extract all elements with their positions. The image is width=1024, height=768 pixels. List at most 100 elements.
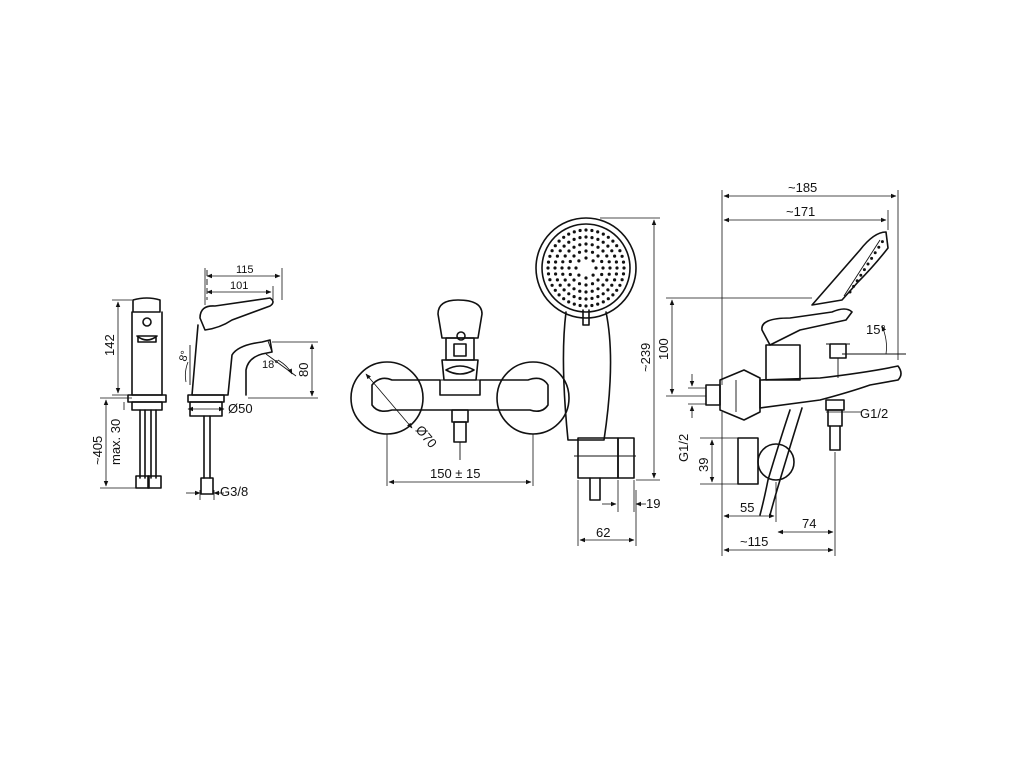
nozzle-dot xyxy=(596,278,600,282)
nozzle-dot xyxy=(584,276,588,280)
nozzle-dot xyxy=(584,256,588,260)
nozzle-dot xyxy=(601,283,605,287)
nozzle-dot xyxy=(577,282,582,286)
dim-overall-label: ~185 xyxy=(788,180,817,195)
dim-hose-label: 55 xyxy=(740,500,754,515)
dim-outlet-label: 74 xyxy=(802,516,816,531)
nozzle-dot xyxy=(615,288,619,292)
nozzle-dot xyxy=(606,235,610,239)
dim-depth-spout-label: 101 xyxy=(230,280,248,292)
nozzle-dot xyxy=(584,249,588,253)
nozzle-dot xyxy=(567,240,571,244)
nozzle-dot xyxy=(607,260,611,264)
nozzle-dot xyxy=(561,272,565,276)
nozzle-dot xyxy=(600,272,604,277)
nozzle-dot xyxy=(622,266,626,270)
nozzle-dot xyxy=(601,249,605,253)
nozzle-dot xyxy=(608,266,612,270)
jet-dot xyxy=(873,251,877,255)
nozzle-dot xyxy=(621,272,626,276)
jet-dot xyxy=(855,279,859,283)
nozzle-dot xyxy=(591,273,595,277)
dim-centers-label: 150 ± 15 xyxy=(430,466,481,481)
jet-dot xyxy=(852,284,856,288)
nozzle-dot xyxy=(550,249,554,253)
nozzle-dot xyxy=(553,288,557,292)
nozzle-pattern xyxy=(546,228,626,308)
nozzle-dot xyxy=(590,289,594,293)
nozzle-dot xyxy=(572,254,576,258)
nozzle-dot xyxy=(596,230,600,234)
nozzle-dot xyxy=(563,278,567,282)
nozzle-dot xyxy=(618,249,622,253)
nozzle-dot xyxy=(590,296,594,300)
dim-projection-label: ~115 xyxy=(740,534,768,549)
nozzle-dot xyxy=(568,272,572,277)
nozzle-dot xyxy=(553,244,557,248)
hand-shower-view: ~239 19 62 xyxy=(535,217,660,546)
nozzle-dot xyxy=(562,244,566,248)
nozzle-dot xyxy=(578,243,582,247)
nozzle-dot xyxy=(558,283,562,287)
jet-dot xyxy=(866,262,870,266)
dim-stem-label: ~405 xyxy=(90,436,105,465)
nozzle-dot xyxy=(591,259,595,263)
nozzle-dot xyxy=(567,300,571,304)
nozzle-dot xyxy=(577,259,581,263)
nozzle-dot xyxy=(550,283,554,287)
nozzle-dot xyxy=(574,266,578,270)
dim-thread-label: G3/8 xyxy=(220,484,248,499)
nozzle-dot xyxy=(601,240,605,244)
nozzle-dot xyxy=(572,278,576,282)
nozzle-dot xyxy=(548,278,552,282)
nozzle-dot xyxy=(614,272,619,276)
nozzle-dot xyxy=(606,288,610,292)
nozzle-dot xyxy=(596,287,600,291)
nozzle-dot xyxy=(561,260,565,264)
nozzle-dot xyxy=(615,244,619,248)
nozzle-dot xyxy=(596,302,600,306)
nozzle-dot xyxy=(572,287,576,291)
nozzle-dot xyxy=(567,232,571,236)
basin-mixer-side-view: 115 101 8° 18° 80 Ø50 G3/8 xyxy=(177,264,318,500)
dim-thickness-label: max. 30 xyxy=(108,419,123,465)
nozzle-dot xyxy=(611,293,615,297)
nozzle-dot xyxy=(584,235,588,239)
nozzle-dot xyxy=(613,278,617,282)
nozzle-dot xyxy=(605,254,609,258)
nozzle-dot xyxy=(615,266,619,270)
nozzle-dot xyxy=(546,260,551,264)
nozzle-dot xyxy=(590,243,594,247)
dim-length-label: ~239 xyxy=(638,343,653,372)
nozzle-dot xyxy=(555,278,560,282)
nozzle-dot xyxy=(560,266,564,270)
nozzle-dot xyxy=(590,282,595,286)
nozzle-dot xyxy=(553,266,557,270)
bath-mixer-side-view: 15° ~185 ~171 100 G1/2 G1/2 39 55 xyxy=(656,180,906,556)
nozzle-dot xyxy=(572,245,576,249)
nozzle-dot xyxy=(557,293,561,297)
basin-mixer-front-view: 142 ~405 max. 30 xyxy=(90,297,167,489)
nozzle-dot xyxy=(554,272,558,276)
nozzle-dot xyxy=(606,244,610,248)
nozzle-dot xyxy=(572,230,576,234)
nozzle-dot xyxy=(601,266,605,270)
dim-rosette-label: Ø70 xyxy=(413,422,440,450)
nozzle-dot xyxy=(578,228,582,233)
dim-height-label: 100 xyxy=(656,338,671,360)
nozzle-dot xyxy=(600,259,604,264)
nozzle-dot xyxy=(601,300,605,304)
nozzle-dot xyxy=(614,260,619,264)
nozzle-dot xyxy=(577,250,582,254)
bath-mixer-front-view: Ø70 150 ± 15 xyxy=(350,299,570,486)
nozzle-dot xyxy=(584,297,588,301)
nozzle-dot xyxy=(601,232,605,236)
dim-holder-label: 19 xyxy=(646,496,660,511)
nozzle-dot xyxy=(562,297,566,301)
nozzle-dot xyxy=(584,283,588,287)
dim-spout-height-label: 80 xyxy=(296,363,311,377)
nozzle-dot xyxy=(578,296,582,300)
nozzle-dot xyxy=(605,278,609,282)
nozzle-dot xyxy=(572,295,576,299)
